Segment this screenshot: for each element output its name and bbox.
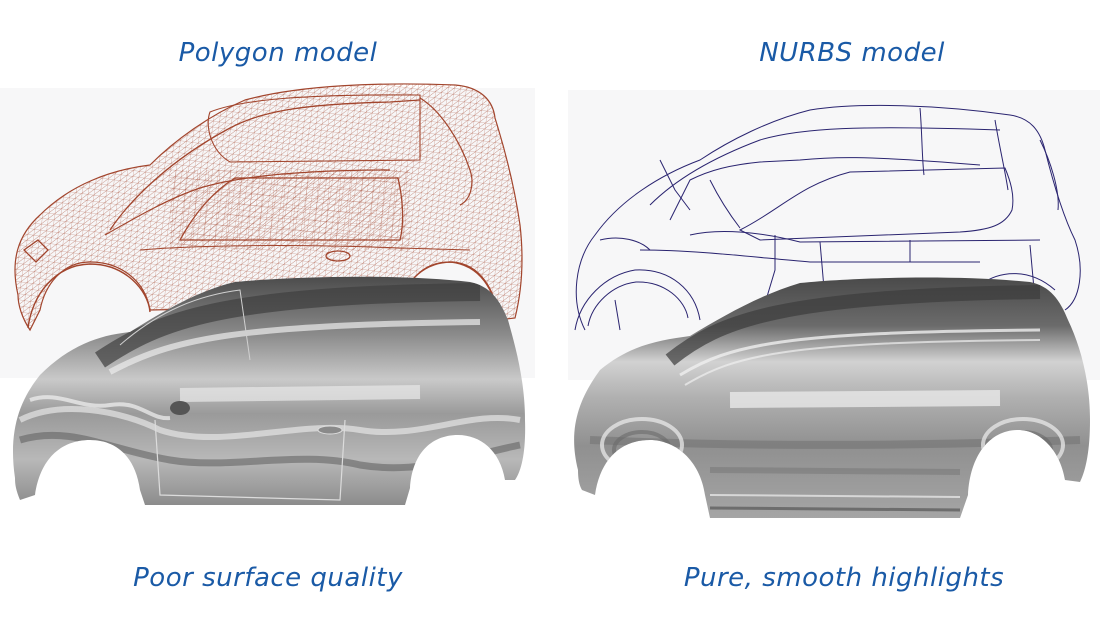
nurbs-model-caption: Pure, smooth highlights [683,563,1005,593]
polygon-model-title: Polygon model [178,38,378,68]
polygon-shaded-car [12,276,526,505]
nurbs-shaded-car [574,277,1090,518]
polygon-wireframe-car [14,83,523,332]
nurbs-model-title: NURBS model [759,38,945,68]
polygon-model-caption: Poor surface quality [133,563,403,593]
nurbs-wireframe-car [574,104,1081,331]
